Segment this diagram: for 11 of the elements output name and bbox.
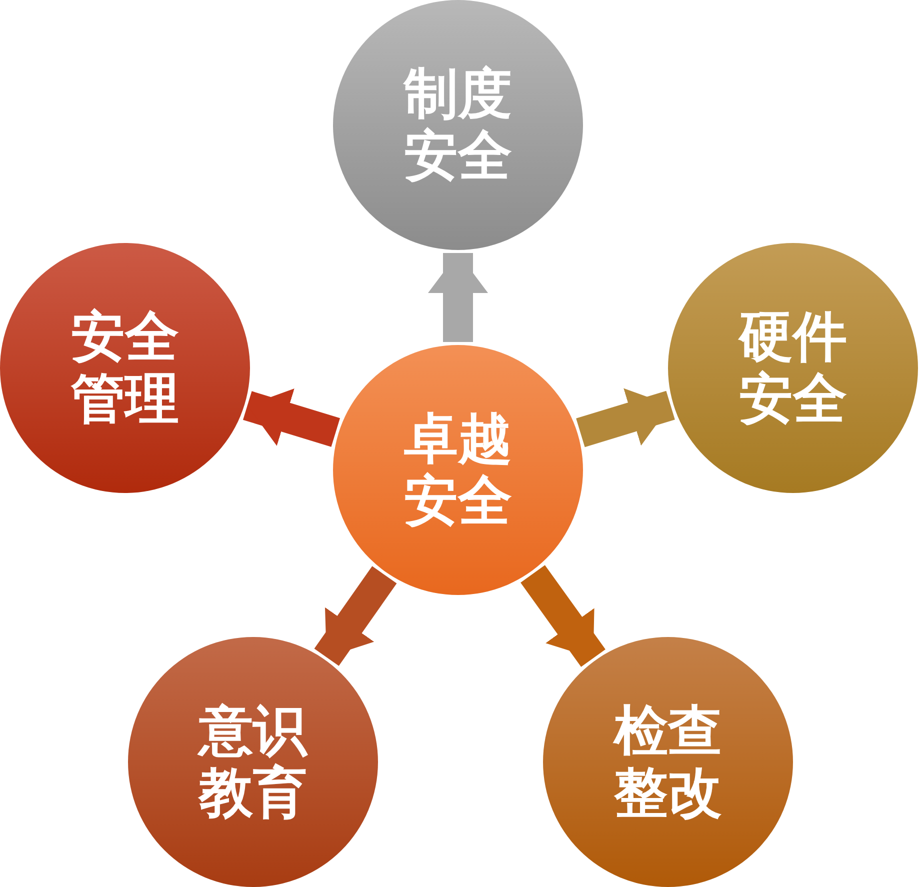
block-arrow	[428, 253, 488, 342]
node-label: 硬件安全	[737, 306, 848, 430]
block-arrow	[314, 566, 397, 666]
block-arrow	[243, 388, 340, 447]
node-label: 制度安全	[402, 62, 513, 188]
node-label: 卓越安全	[402, 408, 513, 532]
block-arrow	[520, 565, 606, 667]
node-label: 安全管理	[70, 306, 180, 430]
node-label: 意识教育	[196, 700, 309, 824]
node-label: 检查整改	[612, 700, 723, 824]
block-arrow	[576, 388, 675, 448]
